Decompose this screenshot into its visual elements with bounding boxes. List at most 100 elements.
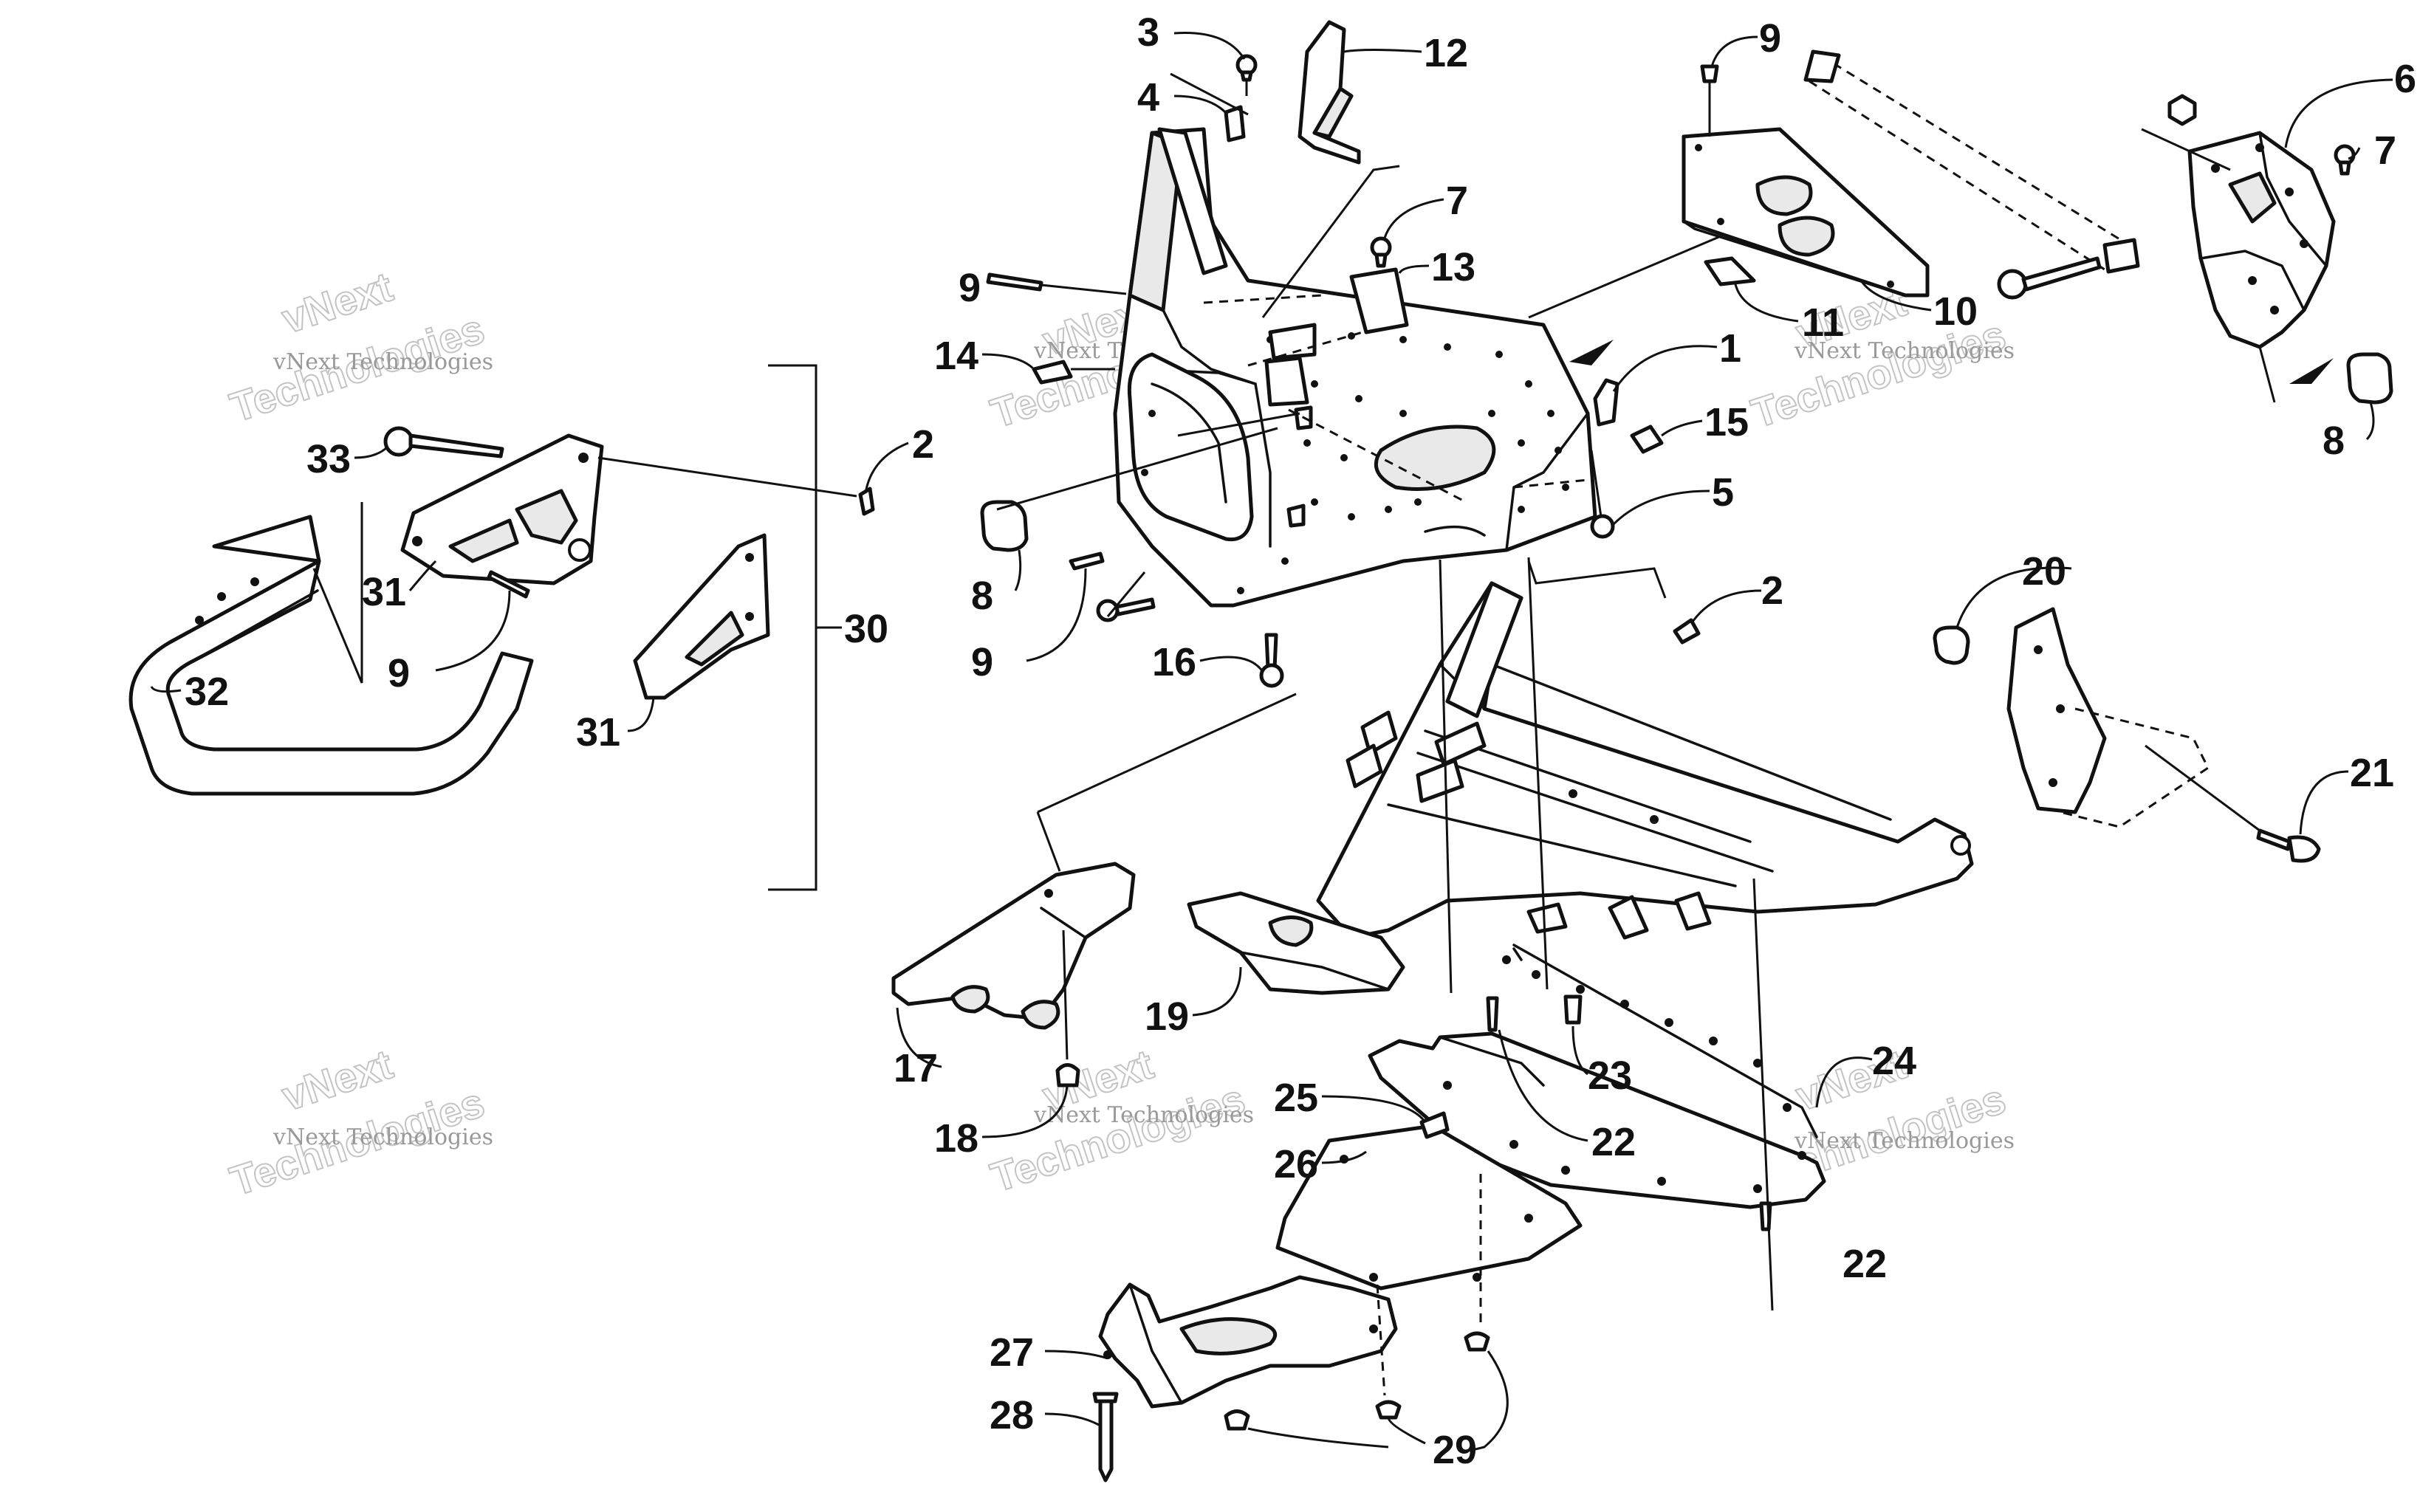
bolt-23	[1563, 994, 1583, 1025]
part-13-bracket	[1349, 267, 1409, 334]
watermark-bottom-left: vNext Technologies vNext Technologies	[224, 1040, 493, 1205]
frame-cross-member	[1416, 758, 1464, 803]
bumper-bar-inner-edge	[192, 589, 319, 662]
frame-upright	[1445, 581, 1523, 718]
callout-12: 12	[1424, 31, 1468, 75]
callout-9-lower: 9	[971, 640, 993, 684]
hidden-line	[2060, 707, 2210, 828]
rivet-9-upper	[986, 272, 1043, 292]
frame-tab	[1608, 895, 1649, 940]
bumper-hole	[217, 592, 226, 601]
frame-edge	[1490, 663, 1892, 821]
spacer-4	[1224, 105, 1246, 142]
frame-cross-member	[1434, 721, 1487, 766]
bolt-7	[1370, 236, 1392, 268]
callout-2-left: 2	[912, 422, 934, 467]
tube-end	[1803, 49, 1841, 83]
callout-31-upper: 31	[362, 570, 406, 614]
callout-22-center: 22	[1591, 1120, 1636, 1164]
bulkhead-air-opening	[1127, 352, 1254, 542]
front-bulkhead	[1113, 127, 1597, 608]
plate-hole	[1755, 175, 1813, 216]
frame-hole	[1650, 815, 1659, 824]
assembly-bracket-30	[768, 364, 817, 891]
bolt	[1997, 256, 2102, 300]
callout-25: 25	[1274, 1076, 1318, 1120]
callout-31-lower: 31	[576, 710, 620, 755]
frame-tab	[1674, 891, 1712, 931]
leader-line	[312, 502, 363, 684]
callout-11: 11	[1802, 300, 1844, 345]
watermark-top-left: vNext Technologies vNext Technologies	[224, 262, 493, 431]
plate-10	[1682, 127, 1930, 298]
bracket-hole	[745, 553, 754, 562]
bolt-5	[1590, 450, 1615, 539]
connection-lines	[996, 72, 1774, 1396]
watermark-bottom-center: vNext Technologies vNext Technologies	[984, 1040, 1254, 1201]
grommet-8	[980, 500, 1029, 552]
callout-28: 28	[990, 1393, 1034, 1437]
plate-hole	[1778, 216, 1835, 257]
callout-16: 16	[1152, 640, 1196, 684]
callout-18: 18	[934, 1116, 978, 1161]
hidden-line	[1809, 80, 2105, 271]
rivet-9-lower	[1069, 551, 1105, 571]
push-rivet-18	[1055, 929, 1080, 1087]
watermark-text-company: vNext Technologies	[272, 1124, 493, 1150]
callout-21: 21	[2350, 751, 2394, 795]
bolt-7-right	[2334, 144, 2356, 176]
callout-labels: 1 2 2 3 4 5 6 7 7 8 8 9 9	[150, 10, 2416, 1472]
callout-13: 13	[1431, 245, 1475, 289]
bracket-hole	[412, 536, 422, 546]
callout-19: 19	[1145, 994, 1189, 1039]
bracket-tube-end	[568, 538, 592, 562]
frame-upper-rail	[1316, 581, 1974, 940]
watermark-text-vnext: vNext	[276, 263, 398, 342]
bracket-cutout	[448, 518, 519, 563]
watermark-text-company: vNext Technologies	[272, 349, 493, 375]
callout-7-right: 7	[2374, 128, 2396, 173]
leader-line	[2141, 128, 2231, 171]
callout-20: 20	[2022, 549, 2066, 594]
callout-8-center: 8	[971, 574, 993, 618]
callout-30: 30	[844, 607, 888, 651]
part-27-lower-shield	[1098, 1275, 1398, 1409]
callout-33: 33	[306, 437, 351, 481]
bolt-33	[383, 426, 504, 458]
part-26-skid-plate	[1275, 1124, 1583, 1291]
callout-15: 15	[1704, 400, 1749, 444]
leader-line	[597, 456, 857, 498]
leader-line	[2258, 346, 2276, 403]
frame-tab	[1526, 902, 1568, 934]
callout-2-center: 2	[1761, 568, 1783, 613]
callout-9-upper: 9	[959, 266, 981, 310]
hidden-line	[1820, 54, 2128, 245]
callout-6: 6	[2394, 57, 2416, 101]
callout-1: 1	[1719, 326, 1741, 371]
bulkhead-oval-cutout	[1374, 425, 1496, 491]
callout-9-top: 9	[1759, 16, 1781, 61]
bulkhead-edge	[1424, 525, 1486, 537]
bracket-hole	[745, 612, 754, 621]
bracket-cutout	[515, 489, 578, 545]
watermark-text-company: vNext Technologies	[1794, 338, 2015, 364]
rivet	[487, 570, 530, 599]
part-20-nut	[1933, 625, 1970, 665]
fastener-22	[1486, 996, 1499, 1032]
rivet-9-top	[1700, 64, 1719, 137]
bumper-bar-edge	[129, 641, 171, 710]
part-25-clip	[1419, 1111, 1450, 1139]
part-6-bracket	[2187, 131, 2336, 349]
fastener-29	[1224, 1409, 1250, 1431]
grommet-8-right	[2346, 352, 2393, 405]
direction-arrow	[1569, 340, 1614, 365]
clip-2-center	[1673, 618, 1701, 645]
callout-9-left: 9	[388, 651, 410, 695]
bulkhead-steering-support	[1157, 127, 1228, 275]
part-15-nut	[1630, 425, 1664, 454]
callout-10: 10	[1933, 289, 1978, 334]
front-frame	[1316, 581, 1974, 940]
callout-22-right: 22	[1843, 1242, 1887, 1286]
frame-side-bracket	[2006, 607, 2210, 828]
skid-plate-edge	[1512, 944, 1818, 1138]
